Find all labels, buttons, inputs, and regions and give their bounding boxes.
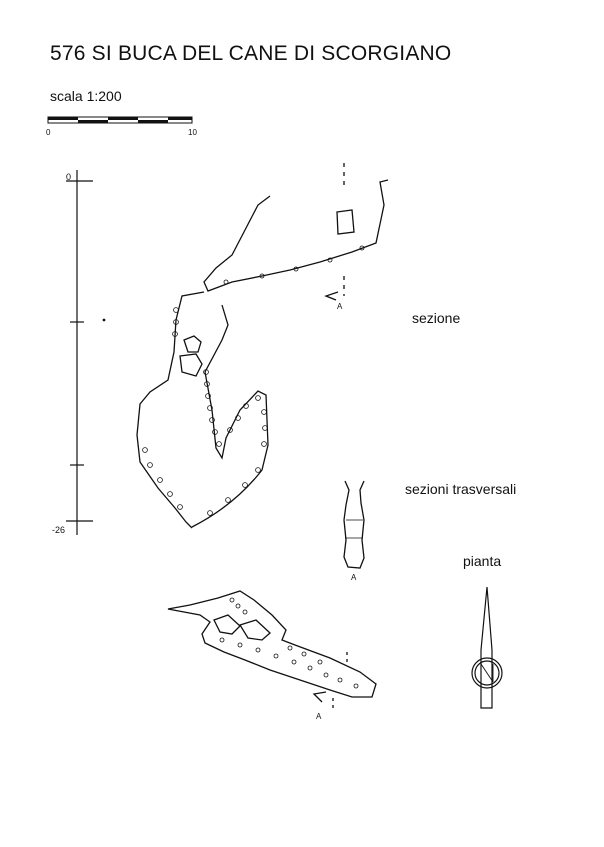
page-title: 576 SI BUCA DEL CANE DI SCORGIANO (50, 42, 452, 65)
plan-marker-a: A (316, 712, 322, 721)
depth-axis (66, 170, 106, 535)
depth-bottom-label: -26 (52, 525, 66, 535)
cross-section-profile (343, 480, 365, 569)
cross-sections-label: sezioni trasversali (405, 481, 517, 497)
plan-blocks (219, 597, 359, 689)
scale-right-label: 10 (188, 128, 197, 137)
section-marker-a: A (337, 302, 343, 311)
depth-top-label: 0 (66, 172, 72, 182)
north-arrow (471, 586, 503, 709)
cross-marker-a: A (351, 573, 357, 582)
section-floor-blocks (142, 245, 365, 516)
scale-left-label: 0 (46, 128, 51, 137)
plan-outline (167, 590, 377, 708)
section-label: sezione (412, 310, 461, 326)
section-profile (136, 163, 389, 529)
scale-label: scala 1:200 (50, 88, 122, 104)
scale-bar (47, 116, 193, 124)
plan-label: pianta (463, 553, 502, 569)
